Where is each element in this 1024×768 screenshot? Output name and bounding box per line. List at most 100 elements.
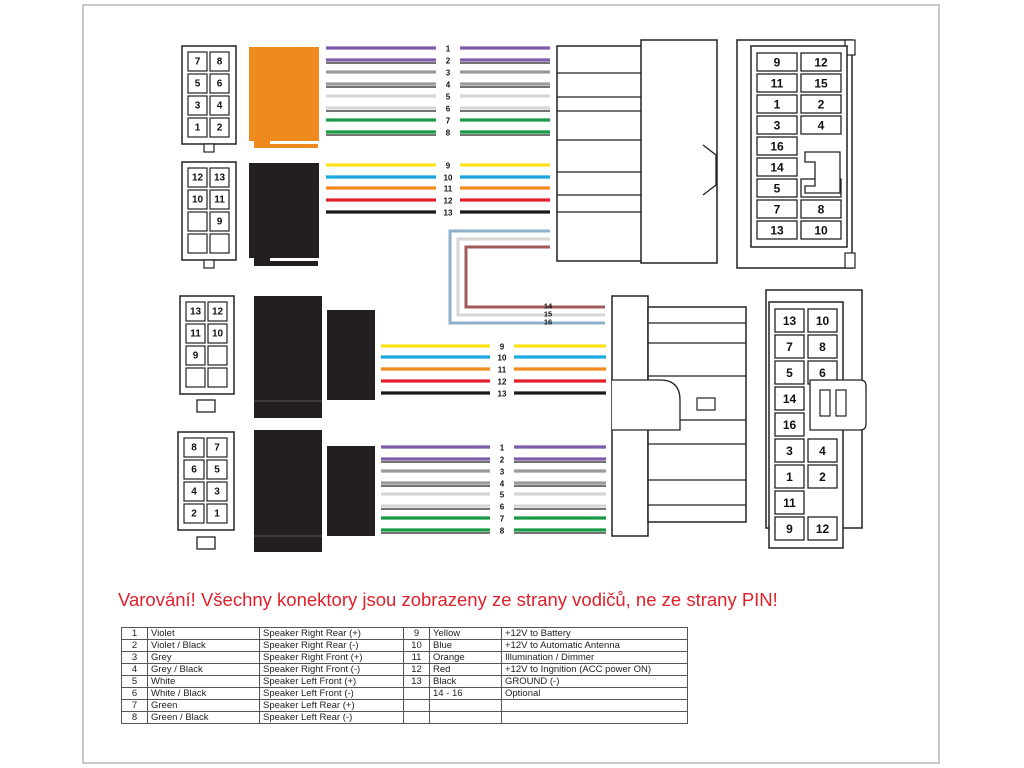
lower-wire-5-label: 5 <box>500 491 505 500</box>
lower-large-connector-key-slot <box>835 389 847 417</box>
upper-large-connector-cell <box>756 220 798 240</box>
table-cell: Speaker Left Rear (-) <box>259 711 404 724</box>
lower-large-connector-cell <box>774 412 805 437</box>
lower-large-connector-cell <box>774 308 805 333</box>
upper-large-connector-pin: 3 <box>774 119 781 133</box>
table-cell: 12 <box>403 663 430 676</box>
lower-wire-12-label: 12 <box>498 378 507 387</box>
lower-wire-3-label: 3 <box>500 468 505 477</box>
lower-small-connector-b-pin: 2 <box>191 509 197 520</box>
upper-wire-label-16: 16 <box>544 318 552 327</box>
table-cell: Blue <box>429 639 502 652</box>
upper-large-connector-pin: 16 <box>770 140 784 154</box>
lower-wire-1-label: 1 <box>500 444 505 453</box>
upper-wire-8-label: 8 <box>446 129 451 138</box>
lower-large-connector-pin: 9 <box>786 522 793 536</box>
table-cell: 7 <box>121 699 148 712</box>
upper-small-connector-b-cell <box>209 233 230 254</box>
upper-large-connector-pin: 1 <box>774 98 781 112</box>
table-cell: Yellow <box>429 627 502 640</box>
lower-large-connector-pin: 7 <box>786 340 793 354</box>
table-cell: Violet / Black <box>147 639 260 652</box>
upper-wire-1-label: 1 <box>446 45 451 54</box>
upper-small-connector-b-cell <box>187 167 208 188</box>
lower-large-connector-cell <box>807 308 838 333</box>
upper-large-connector-pin: 14 <box>770 161 784 175</box>
upper-wire-3-label: 3 <box>446 69 451 78</box>
lower-small-connector-a-cell <box>185 323 206 344</box>
table-cell: 13 <box>403 675 430 688</box>
upper-large-connector-cell <box>756 73 798 93</box>
table-cell: 4 <box>121 663 148 676</box>
upper-small-connector-a-cell <box>209 95 230 116</box>
lower-small-connector-a-cell <box>207 301 228 322</box>
table-cell: Green <box>147 699 260 712</box>
lower-large-connector-pin: 11 <box>783 496 796 510</box>
lower-large-connector-pin: 3 <box>786 444 793 458</box>
table-cell: 10 <box>403 639 430 652</box>
table-cell: 6 <box>121 687 148 700</box>
lower-large-connector-cell <box>774 334 805 359</box>
upper-black-lip <box>254 258 318 266</box>
lower-small-connector-b-cell <box>183 503 205 524</box>
upper-large-connector-cell <box>800 73 842 93</box>
upper-small-connector-b-pin: 12 <box>192 173 204 184</box>
table-cell: Illumination / Dimmer <box>501 651 688 664</box>
upper-wire-13-label: 13 <box>444 209 453 218</box>
lower-large-connector-pin: 13 <box>783 314 797 328</box>
upper-small-connector-a-cell <box>187 51 208 72</box>
lower-wire-6-label: 6 <box>500 503 505 512</box>
table-cell: Speaker Right Rear (+) <box>259 627 404 640</box>
lower-housing-window <box>696 397 716 411</box>
lower-large-connector-pin: 10 <box>816 314 830 328</box>
upper-small-connector-a-pin: 7 <box>195 57 201 68</box>
upper-small-connector-b-cell <box>209 189 230 210</box>
upper-wire-5-label: 5 <box>446 93 451 102</box>
upper-wire-6-label: 6 <box>446 105 451 114</box>
lower-black-step-b <box>327 446 375 536</box>
upper-small-connector-a-pin: 8 <box>217 57 223 68</box>
lower-wire-9-label: 9 <box>500 343 505 352</box>
table-cell: Orange <box>429 651 502 664</box>
lower-black-block-a <box>254 296 322 418</box>
upper-orange-block <box>249 47 319 141</box>
upper-small-connector-a-pin: 3 <box>195 101 201 112</box>
table-cell: 3 <box>121 651 148 664</box>
table-cell: Red <box>429 663 502 676</box>
lower-wire-8-label: 8 <box>500 527 505 536</box>
upper-wire-4-label: 4 <box>446 81 451 90</box>
lower-small-connector-a-cell <box>185 301 206 322</box>
lower-black-step-a <box>327 310 375 400</box>
upper-small-connector-a-cell <box>187 73 208 94</box>
table-cell: +12V to Battery <box>501 627 688 640</box>
lower-small-connector-b-pin: 5 <box>214 465 220 476</box>
lower-large-connector-pin: 8 <box>819 340 826 354</box>
table-cell: Optional <box>501 687 688 700</box>
lower-small-connector-b-pin: 3 <box>214 487 220 498</box>
lower-small-connector-b-cell <box>183 437 205 458</box>
lower-wire-11-label: 11 <box>498 366 507 375</box>
upper-housing-body <box>556 45 644 262</box>
table-cell <box>403 711 430 724</box>
upper-large-connector-cell <box>800 94 842 114</box>
lower-small-connector-a-pin: 12 <box>212 307 224 318</box>
upper-large-connector-latch-bottom <box>844 252 856 269</box>
lower-large-connector-cell <box>774 464 805 489</box>
table-cell: 8 <box>121 711 148 724</box>
table-cell: Green / Black <box>147 711 260 724</box>
upper-large-connector-cell <box>756 199 798 219</box>
table-cell <box>429 711 502 724</box>
lower-large-connector-pin: 4 <box>819 444 826 458</box>
lower-small-connector-b-cell <box>206 481 228 502</box>
lower-wire-7-label: 7 <box>500 515 505 524</box>
lower-large-connector-pin: 5 <box>786 366 793 380</box>
lower-large-connector-key-slot <box>819 389 831 417</box>
lower-black-block-b <box>254 430 322 552</box>
lower-wire-13-label: 13 <box>498 390 507 399</box>
lower-small-connector-b-pin: 1 <box>214 509 220 520</box>
table-cell <box>501 711 688 724</box>
upper-large-connector-pin: 5 <box>774 182 781 196</box>
